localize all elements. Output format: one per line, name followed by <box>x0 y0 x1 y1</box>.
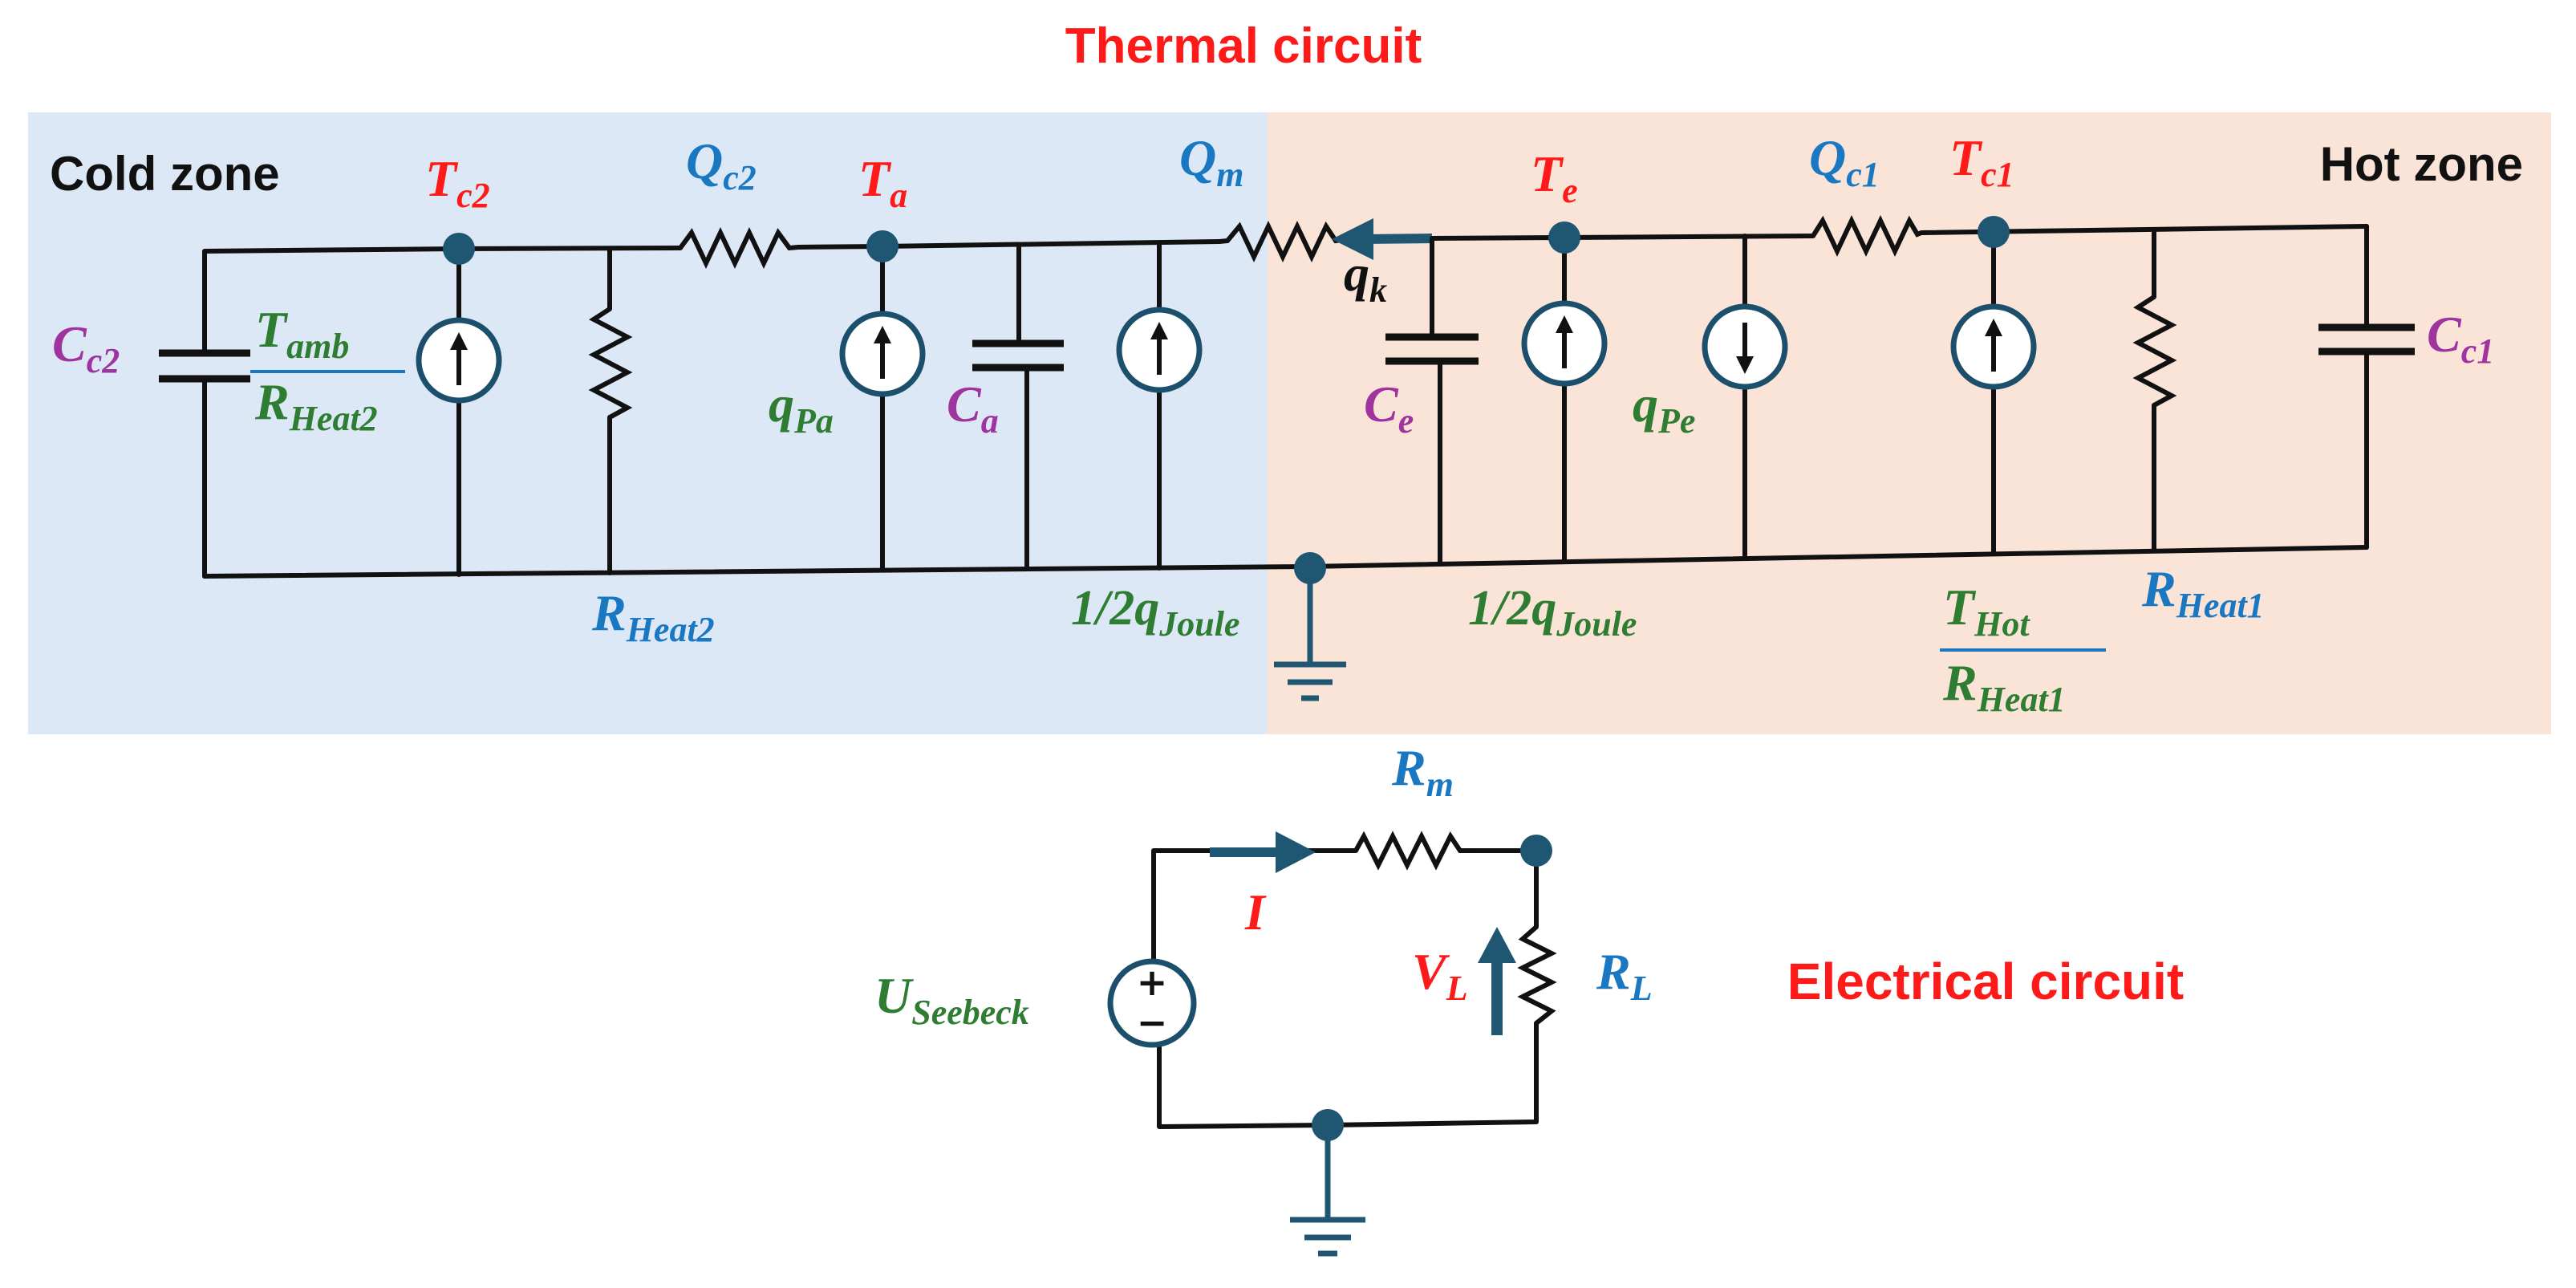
voltage-source-minus: − <box>1137 1001 1168 1044</box>
electrical-circuit-title: Electrical circuit <box>1787 953 2184 1010</box>
label-rm: Rm <box>1391 739 1454 804</box>
hot-zone-background <box>1268 112 2551 734</box>
label-tc2: Tc2 <box>425 150 490 215</box>
label-qm: Qm <box>1179 129 1243 194</box>
label-te: Te <box>1531 145 1578 210</box>
label-qk: qk <box>1344 245 1387 310</box>
label-joule-right: 1/2qJoule <box>1468 581 1637 644</box>
thermal-circuit-title: Thermal circuit <box>1065 18 1422 74</box>
ta-source-arrowhead <box>874 326 891 343</box>
cold-zone-background <box>28 112 1268 734</box>
tc1-node <box>1978 216 2010 248</box>
vl-arrowhead <box>1478 927 1516 963</box>
label-useebeck: USeebeck <box>874 967 1029 1032</box>
tc2-node <box>443 233 475 265</box>
qpe-source-arrowhead <box>1736 356 1754 374</box>
qm-resistor <box>1219 220 1349 263</box>
tc2-source-arrowhead <box>450 332 468 350</box>
current-i-arrowhead <box>1276 831 1316 873</box>
label-qc1: Qc1 <box>1809 129 1880 194</box>
label-qc2: Qc2 <box>686 132 757 197</box>
te-node <box>1548 221 1580 254</box>
label-rheat2-fraction: RHeat2 <box>254 373 378 438</box>
label-rheat1: RHeat1 <box>2141 560 2265 625</box>
label-ca: Ca <box>947 376 999 441</box>
ta-node <box>866 230 899 262</box>
label-i: I <box>1244 884 1267 941</box>
label-rheat2: RHeat2 <box>591 584 715 649</box>
tc1-source-arrowhead <box>1985 319 2002 336</box>
rheat2-resistor <box>588 307 633 420</box>
label-cc1: Cc1 <box>2427 306 2494 371</box>
label-vl: VL <box>1412 943 1468 1008</box>
label-ce: Ce <box>1364 376 1414 441</box>
rm-resistor <box>1353 831 1476 871</box>
seebeck-voltage-source <box>1107 958 1197 1048</box>
qm-source-arrowhead <box>1150 322 1168 339</box>
qk-arrowhead <box>1332 218 1373 260</box>
cold-zone-label: Cold zone <box>50 147 280 201</box>
label-thot: THot <box>1943 579 2030 644</box>
te-source-arrowhead <box>1556 315 1573 333</box>
elec-right-wire-bottom <box>1157 1021 1539 1129</box>
label-qpa: qPa <box>769 376 834 441</box>
voltage-source-plus: + <box>1137 961 1168 1004</box>
label-qpe: qPe <box>1633 376 1695 441</box>
elec-top-right-node <box>1520 835 1552 867</box>
qk-arrow-line <box>1363 234 1433 244</box>
label-ta: Ta <box>858 150 907 215</box>
qc2-resistor <box>678 226 799 270</box>
label-rheat1-fraction: RHeat1 <box>1942 654 2066 719</box>
qc1-resistor <box>1811 214 1923 258</box>
hot-zone-label: Hot zone <box>2320 137 2523 191</box>
label-tamb: Tamb <box>255 301 349 366</box>
top-rail-hot <box>1430 234 1815 241</box>
rheat1-resistor <box>2132 295 2177 408</box>
label-tc1: Tc1 <box>1949 129 2014 194</box>
label-cc2: Cc2 <box>52 315 120 380</box>
rl-resistor <box>1517 924 1557 1026</box>
label-joule-left: 1/2qJoule <box>1071 581 1239 644</box>
label-rl: RL <box>1596 943 1653 1008</box>
